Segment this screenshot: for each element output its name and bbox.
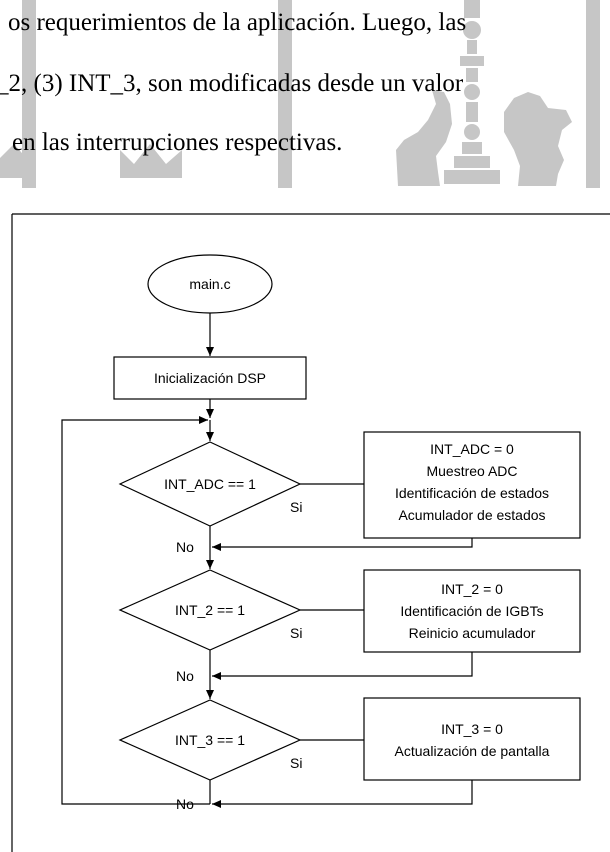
decision-1-label: INT_ADC == 1 xyxy=(164,476,256,492)
init-process-box xyxy=(113,356,307,400)
action-1-line-3: Identificación de estados xyxy=(395,485,549,501)
action-1-line-2: Muestreo ADC xyxy=(426,463,517,479)
action-box-3 xyxy=(363,697,581,781)
figure-frame xyxy=(11,213,610,852)
action-2-line-3: Reinicio acumulador xyxy=(409,625,536,641)
decision-2-no-label: No xyxy=(176,668,194,684)
watermark-logo xyxy=(0,0,600,188)
return-line-3 xyxy=(212,780,473,808)
decision-3-yes-label: Si xyxy=(290,755,302,771)
watermark-crown-left xyxy=(0,144,28,178)
decision-2-label: INT_2 == 1 xyxy=(175,602,245,618)
flowchart xyxy=(61,254,581,808)
watermark-tower xyxy=(444,0,500,184)
document-text: os requerimientos de la aplicación. Lueg… xyxy=(0,9,466,156)
watermark-bear-left xyxy=(396,90,452,186)
action-1-line-4: Acumulador de estados xyxy=(398,507,545,523)
watermark-bar-left xyxy=(22,0,36,188)
watermark-bar-right xyxy=(586,0,600,188)
decision-3-no-label: No xyxy=(176,796,194,812)
flowchart-labels: main.c Inicialización DSP INT_ADC == 1 S… xyxy=(154,276,550,812)
decision-3-label: INT_3 == 1 xyxy=(175,732,245,748)
action-box-2 xyxy=(363,569,581,653)
init-label: Inicialización DSP xyxy=(154,370,266,386)
document-text-line: os requerimientos de la aplicación. Lueg… xyxy=(8,9,466,36)
watermark-crown-center xyxy=(120,144,182,178)
decision-1-yes-label: Si xyxy=(290,499,302,515)
document-text-line: _2, (3) INT_3, son modificadas desde un … xyxy=(0,70,464,97)
loop-back-line xyxy=(61,416,210,805)
action-2-line-2: Identificación de IGBTs xyxy=(400,603,543,619)
action-3-line-2: Actualización de pantalla xyxy=(395,743,550,759)
action-2-line-1: INT_2 = 0 xyxy=(441,581,503,597)
watermark-bear-right xyxy=(504,92,572,186)
action-1-line-1: INT_ADC = 0 xyxy=(430,441,514,457)
return-line-1 xyxy=(212,538,473,551)
watermark-bar-center xyxy=(278,0,292,188)
action-3-line-1: INT_3 = 0 xyxy=(441,721,503,737)
start-label: main.c xyxy=(189,276,230,292)
action-box-1 xyxy=(363,431,581,539)
document-text-line: en las interrupciones respectivas. xyxy=(12,129,342,156)
decision-1-no-label: No xyxy=(176,539,194,555)
decision-2-yes-label: Si xyxy=(290,625,302,641)
return-line-2 xyxy=(212,652,473,680)
